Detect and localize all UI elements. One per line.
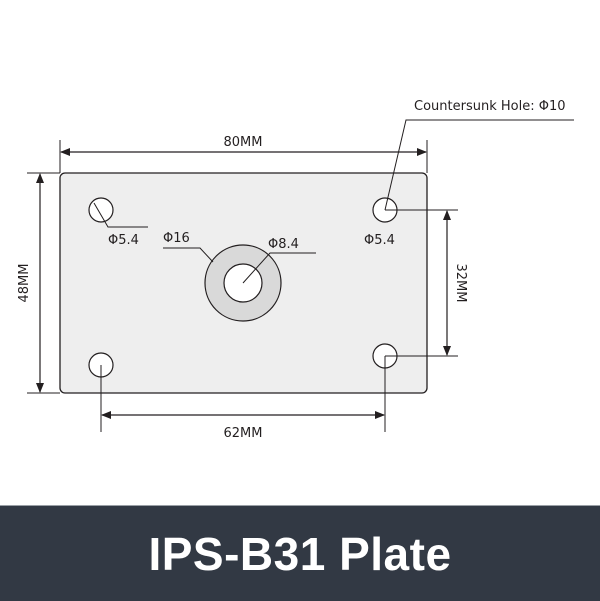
- plate-drawing: 80MM 48MM Φ5.4 Φ5.4 Φ16 Φ8.4 Countersunk…: [17, 99, 574, 441]
- hole-top-left-label: Φ5.4: [108, 233, 139, 248]
- vertical-spacing-label: 32MM: [453, 264, 468, 303]
- height-dimension: 48MM: [17, 172, 60, 394]
- vertical-spacing-dimension: 32MM: [385, 209, 468, 357]
- horizontal-spacing-dimension: 62MM: [100, 356, 386, 441]
- title-banner: IPS-B31 Plate: [0, 505, 600, 601]
- width-dimension: 80MM: [59, 135, 428, 173]
- countersunk-label: Countersunk Hole: Φ10: [414, 99, 566, 114]
- center-inner-label: Φ8.4: [268, 237, 299, 252]
- width-label: 80MM: [224, 135, 263, 150]
- hole-top-left: [88, 197, 114, 223]
- hole-top-right-label: Φ5.4: [364, 233, 395, 248]
- center-outer-label: Φ16: [163, 231, 190, 246]
- height-label: 48MM: [17, 264, 32, 303]
- horizontal-spacing-label: 62MM: [224, 426, 263, 441]
- product-title: IPS-B31 Plate: [148, 527, 452, 580]
